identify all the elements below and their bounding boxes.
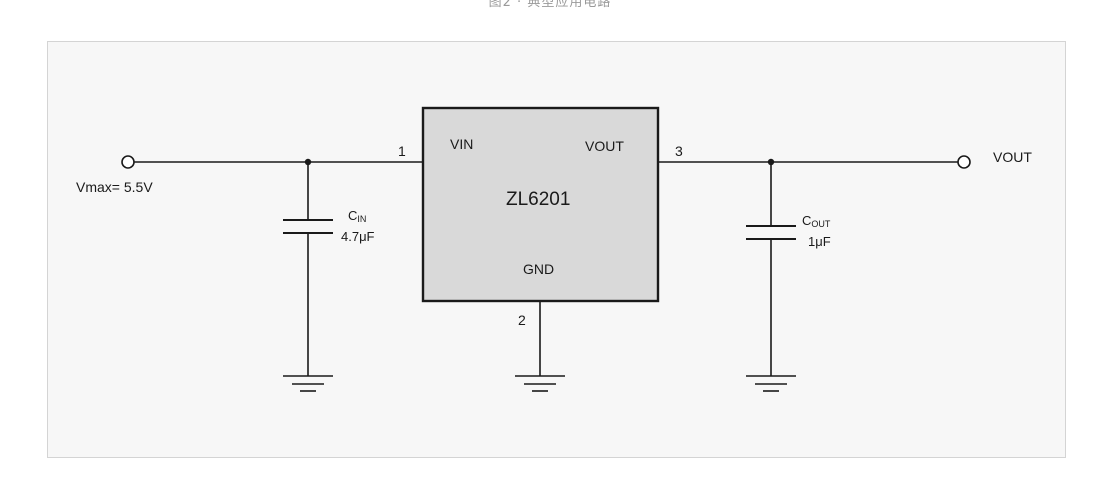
cout-name-label: COUT: [802, 213, 831, 229]
cin-name-main: C: [348, 208, 357, 223]
cin-value-label: 4.7μF: [341, 229, 375, 244]
pin-3-number: 3: [675, 143, 683, 159]
cout-name-main: C: [802, 213, 811, 228]
figure-caption: 图2 · 典型应用电路: [488, 0, 612, 10]
ic-body: [421, 106, 660, 303]
cin-ground-icon: [283, 375, 333, 392]
ic-pin-vin-label: VIN: [450, 136, 473, 152]
cout-name-subscript: OUT: [811, 219, 831, 229]
ic-pin-gnd-label: GND: [523, 261, 554, 277]
input-terminal: [121, 155, 135, 169]
output-voltage-label: VOUT: [993, 149, 1032, 165]
input-voltage-label: Vmax= 5.5V: [76, 179, 153, 195]
ic-ground-icon: [515, 375, 565, 392]
output-terminal: [957, 155, 971, 169]
cout-value-label: 1μF: [808, 234, 831, 249]
cout-ground-icon: [746, 375, 796, 392]
ic-part-number: ZL6201: [506, 189, 570, 210]
pin-1-number: 1: [398, 143, 406, 159]
cin-name-subscript: IN: [357, 214, 366, 224]
pin-2-number: 2: [518, 312, 526, 328]
ic-pin-vout-label: VOUT: [585, 138, 624, 154]
cin-name-label: CIN: [348, 208, 366, 224]
